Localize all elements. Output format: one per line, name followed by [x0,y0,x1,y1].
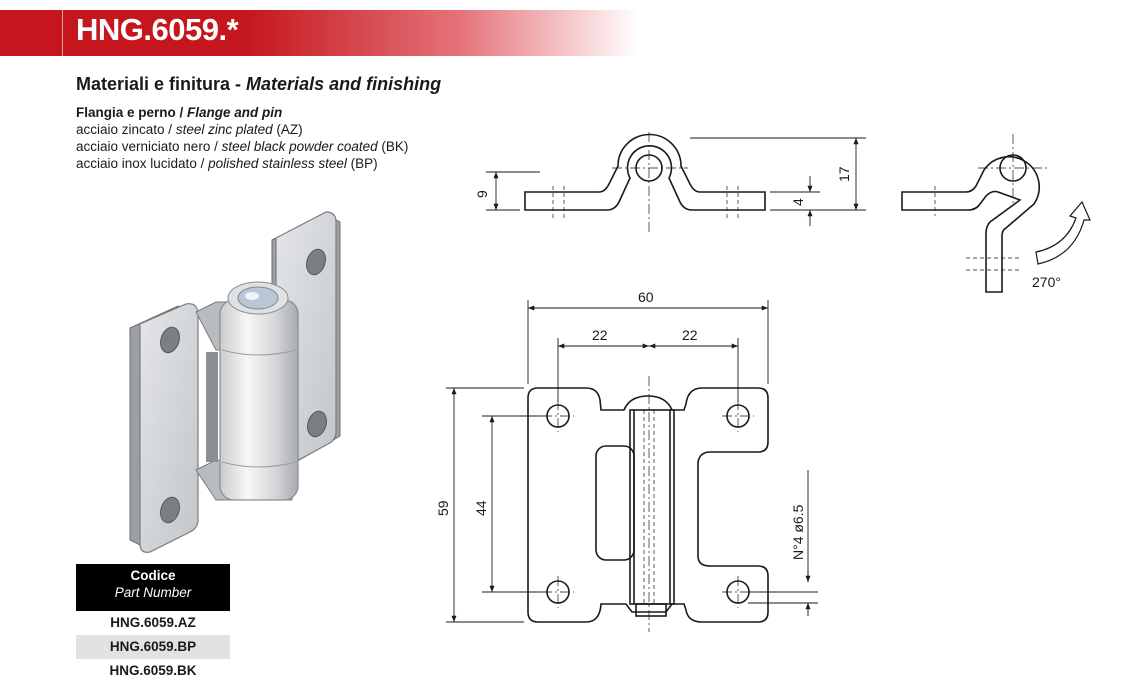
material-code: (AZ) [272,122,303,137]
banner-divider [62,10,63,56]
material-en: steel black powder coated [221,139,378,154]
material-en: polished stainless steel [208,156,347,171]
rotation-arrow-icon [1035,200,1091,265]
material-line: acciaio zincato / steel zinc plated (AZ) [76,121,408,138]
dim-hole-pitch: 44 [473,500,489,516]
material-en: steel zinc plated [175,122,273,137]
title-banner [0,10,640,56]
side-dimension-lines [486,137,866,226]
hinge-3d-illustration [129,211,341,553]
front-dimension-lines [446,300,818,623]
dim-side-thickness: 9 [474,190,490,198]
flange-pin-en: Flange and pin [187,105,283,120]
materials-list: Flangia e perno / Flange and pin acciaio… [76,104,408,172]
dim-holes: N°4 ø6.5 [790,504,806,560]
part-number-table: Codice Part Number HNG.6059.AZ HNG.6059.… [76,564,230,683]
dim-height: 59 [435,500,451,516]
part-number-header: Codice Part Number [76,564,230,611]
material-it: acciaio zincato / [76,122,176,137]
dim-hole-left: 22 [592,327,608,343]
materials-heading: Materiali e finitura - Materials and fin… [76,74,441,95]
part-number-row[interactable]: HNG.6059.AZ [110,615,196,630]
part-header-it: Codice [130,568,176,583]
materials-heading-it: Materiali e finitura - [76,74,247,94]
part-number-row[interactable]: HNG.6059.BK [109,663,197,678]
dim-width: 60 [638,289,654,305]
dim-side-height: 17 [836,166,852,182]
product-title: HNG.6059.* [76,12,239,47]
flange-pin-it: Flangia e perno / [76,105,188,120]
materials-heading-en: Materials and finishing [246,74,442,94]
part-header-en: Part Number [114,585,192,600]
rotation-view-drawing [901,134,1050,293]
material-it: acciaio verniciato nero / [76,139,222,154]
part-number-row[interactable]: HNG.6059.BP [76,635,230,659]
dim-hole-right: 22 [682,327,698,343]
dim-plate: 4 [790,198,806,206]
material-code: (BK) [377,139,409,154]
material-code: (BP) [346,156,378,171]
flange-pin-label: Flangia e perno / Flange and pin [76,104,408,121]
side-view-drawing [524,132,766,232]
material-line: acciaio verniciato nero / steel black po… [76,138,408,155]
front-view-drawing [527,376,769,632]
material-line: acciaio inox lucidato / polished stainle… [76,155,408,172]
material-it: acciaio inox lucidato / [76,156,209,171]
rotation-angle: 270° [1032,274,1061,290]
